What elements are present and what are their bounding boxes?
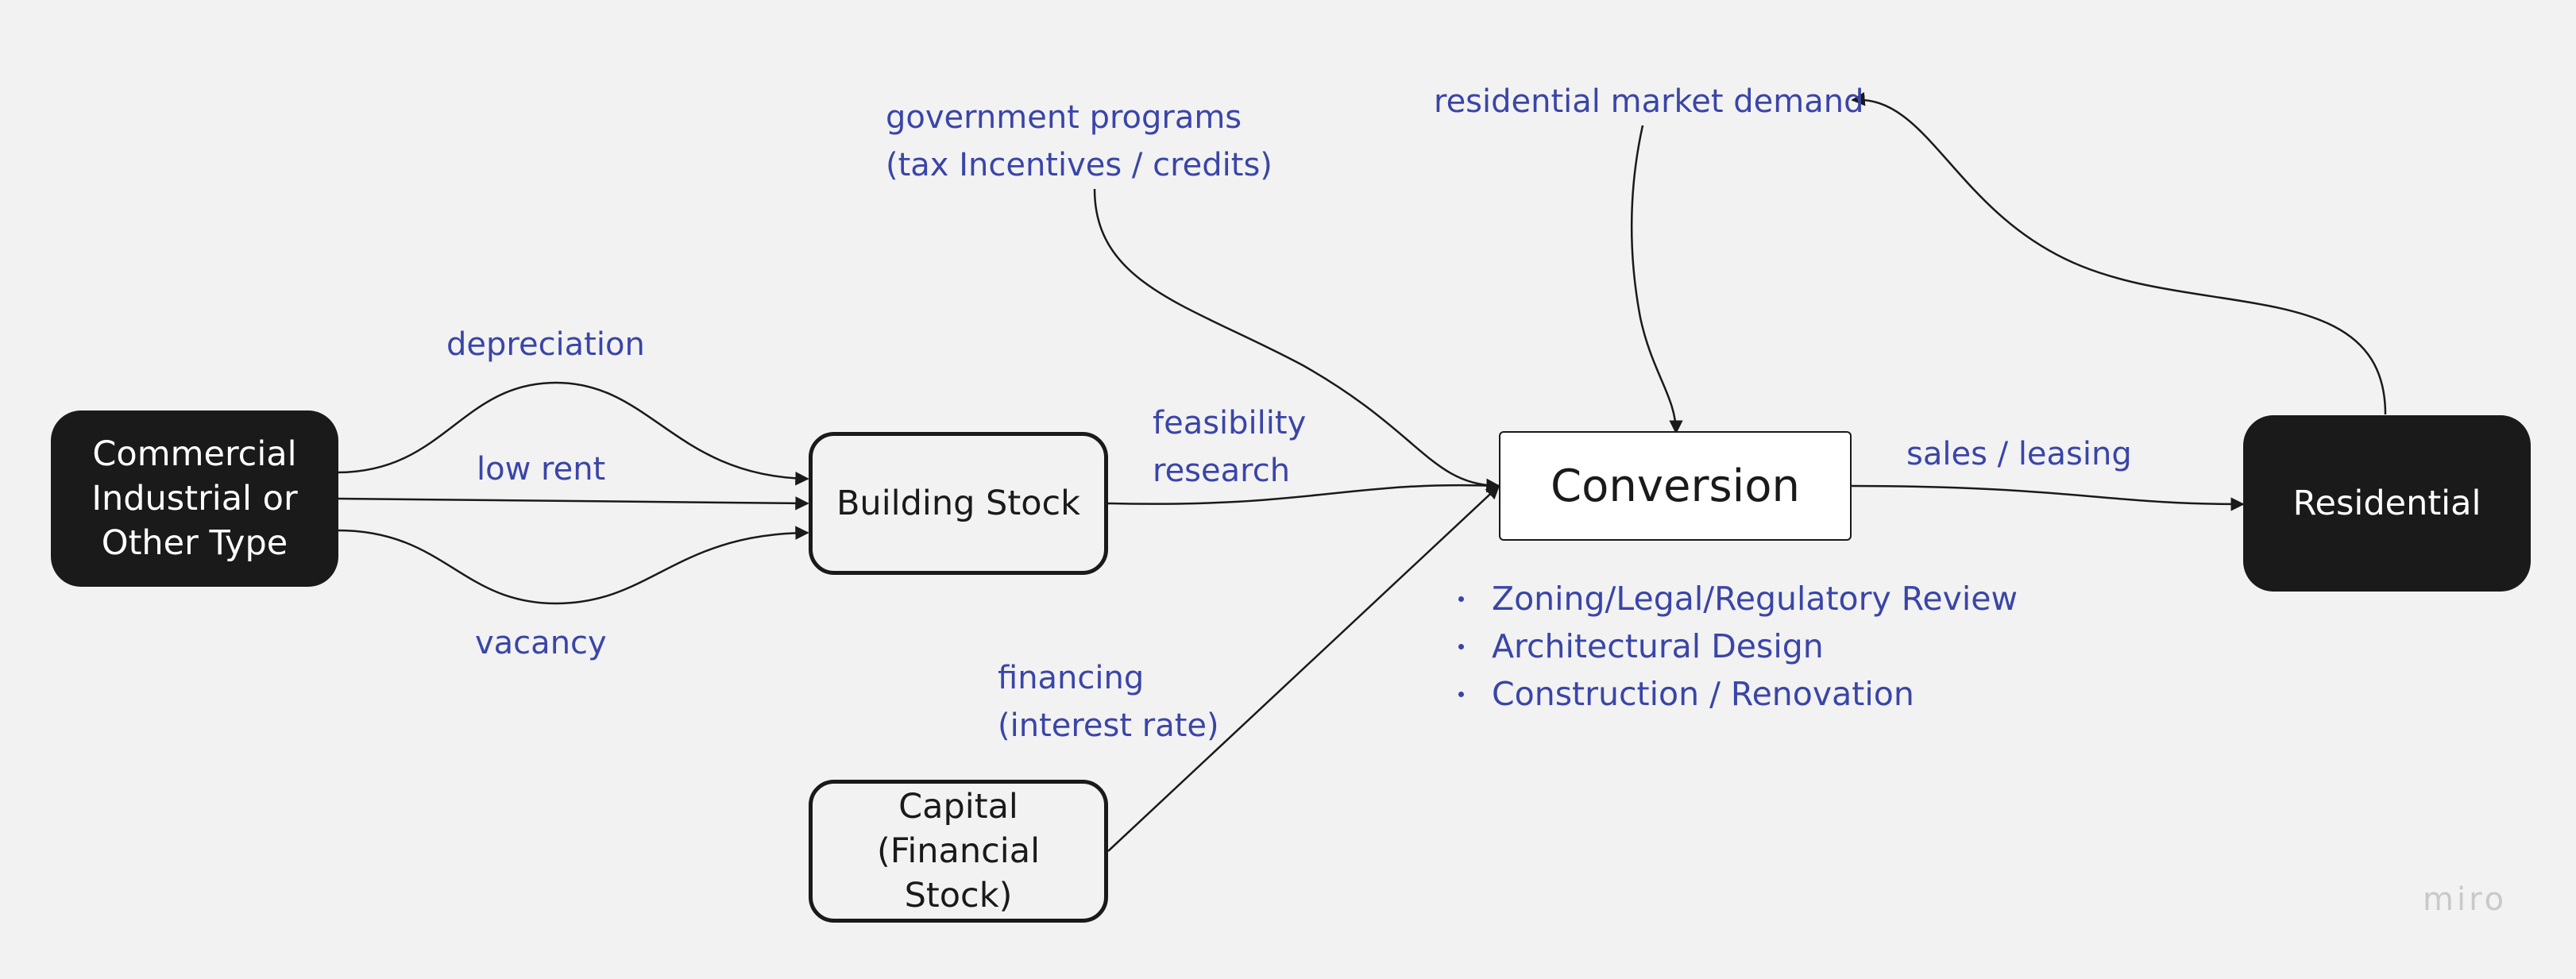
edge-feasibility xyxy=(1107,478,1500,505)
label-vacancy: vacancy xyxy=(475,625,607,661)
edge-vacancy xyxy=(337,526,809,605)
edge-depreciation xyxy=(337,381,809,486)
node-residential[interactable]: Residential xyxy=(2243,415,2531,592)
edge-financing xyxy=(1107,484,1500,852)
node-conversion-label: Conversion xyxy=(1551,460,1800,512)
node-building-stock-label: Building Stock xyxy=(836,484,1081,523)
node-conversion[interactable]: Conversion xyxy=(1499,431,1852,541)
conversion-step: Construction / Renovation xyxy=(1454,670,2018,718)
label-feasibility: feasibility research xyxy=(1153,405,1307,489)
label-financing: financing (interest rate) xyxy=(998,660,1219,744)
node-capital-label: Capital (Financial Stock) xyxy=(876,787,1041,915)
node-building-stock[interactable]: Building Stock xyxy=(809,432,1108,575)
label-sales: sales / leasing xyxy=(1906,436,2132,472)
edge-residential-feedback xyxy=(1851,92,2387,415)
label-depreciation: depreciation xyxy=(446,326,645,363)
node-capital[interactable]: Capital (Financial Stock) xyxy=(809,780,1108,923)
edge-market-demand xyxy=(1630,125,1683,434)
conversion-step: Architectural Design xyxy=(1454,622,2018,670)
node-commercial[interactable]: Commercial Industrial or Other Type xyxy=(51,410,338,587)
conversion-step: Zoning/Legal/Regulatory Review xyxy=(1454,575,2018,622)
edge-government xyxy=(1093,188,1500,493)
label-market-demand: residential market demand xyxy=(1434,83,1864,120)
node-residential-label: Residential xyxy=(2292,484,2481,523)
label-government: government programs (tax Incentives / cr… xyxy=(886,99,1273,183)
node-commercial-label: Commercial Industrial or Other Type xyxy=(91,434,298,563)
conversion-steps-list: Zoning/Legal/Regulatory Review Architect… xyxy=(1454,575,2018,718)
miro-watermark-logo: miro xyxy=(2423,881,2508,918)
edge-sales xyxy=(1850,484,2245,511)
label-low-rent: low rent xyxy=(477,451,606,488)
edge-low-rent xyxy=(337,496,809,511)
